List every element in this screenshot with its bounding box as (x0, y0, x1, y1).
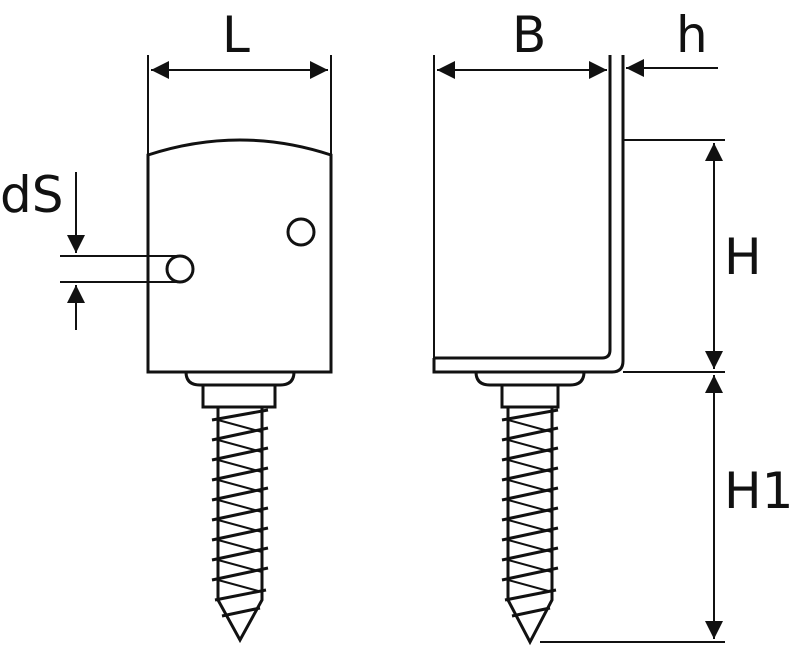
bracket-side-profile (432, 55, 625, 374)
bracket-front-body (146, 138, 333, 374)
label-height: H (724, 228, 762, 286)
screw-head (201, 383, 277, 409)
side-view (432, 55, 725, 646)
washer (184, 371, 296, 387)
washer (474, 371, 586, 387)
label-width: B (512, 6, 546, 64)
front-view (60, 55, 333, 644)
label-length: L (222, 6, 250, 64)
screw-hole (165, 254, 195, 284)
screw-thread (211, 407, 269, 644)
label-screw-length: H1 (724, 462, 793, 520)
screw-hole (286, 217, 316, 247)
label-hole-diameter: dS (0, 166, 63, 224)
screw-thread (501, 407, 559, 646)
screw-head (500, 383, 560, 409)
label-thickness: h (676, 6, 708, 64)
